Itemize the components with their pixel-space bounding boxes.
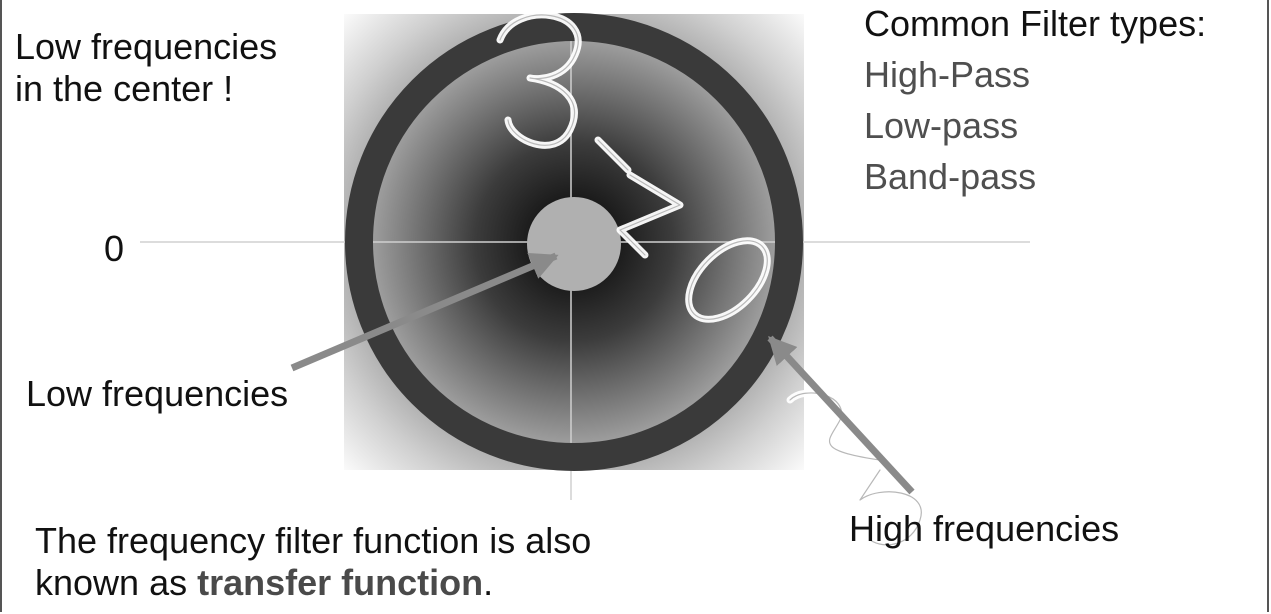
low-frequencies-label: Low frequencies: [26, 373, 289, 414]
transfer-function-term: transfer function: [197, 562, 484, 604]
low-frequency-arrow: [290, 252, 559, 372]
watermark-stamp-outline: [499, 14, 922, 546]
low-center-line-2: in the center !: [15, 68, 234, 110]
transfer-line-1: The frequency filter function is also: [35, 520, 592, 561]
transfer-line-2-suffix: .: [483, 562, 494, 604]
filter-type-high-pass: High-Pass: [864, 54, 1031, 95]
filter-types-title: Common Filter types:: [864, 3, 1207, 44]
origin-zero-label: 0: [104, 228, 125, 269]
filter-types-list: Common Filter types: High-Pass Low-pass …: [864, 0, 1206, 202]
high-frequency-arrow: [767, 335, 915, 495]
low-center-line-1: Low frequencies: [15, 26, 278, 67]
high-frequencies-label: High frequencies: [849, 508, 1120, 549]
filter-type-low-pass: Low-pass: [864, 105, 1019, 146]
transfer-function-note: The frequency filter function is also kn…: [35, 520, 591, 605]
transfer-line-2-prefix: known as: [35, 562, 198, 604]
transfer-line-2: known as transfer function.: [35, 562, 591, 604]
low-frequencies-center-label: Low frequencies in the center !: [15, 26, 277, 111]
filter-type-band-pass: Band-pass: [864, 156, 1037, 197]
low-frequency-disk: [527, 197, 621, 291]
